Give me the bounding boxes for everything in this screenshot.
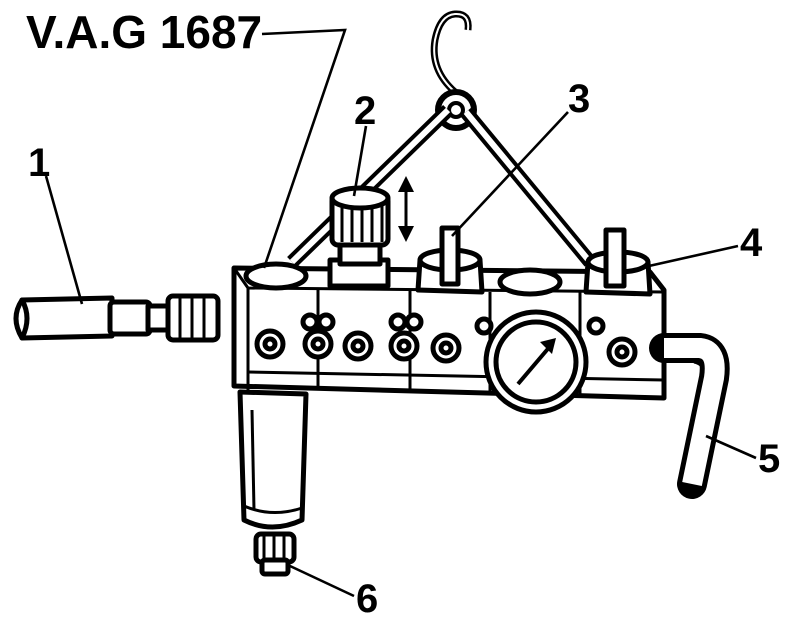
tool-label: V.A.G 1687 bbox=[26, 6, 262, 58]
pressure-regulator bbox=[327, 185, 391, 289]
callout-2: 2 bbox=[354, 89, 376, 133]
callout-1: 1 bbox=[28, 141, 50, 185]
water-separator bbox=[237, 389, 309, 577]
callout-5: 5 bbox=[758, 437, 780, 481]
callout-3: 3 bbox=[568, 77, 590, 121]
valve-3 bbox=[415, 225, 485, 295]
inlet-hose bbox=[13, 293, 221, 343]
adjust-arrow-icon bbox=[398, 176, 414, 242]
leader-lines bbox=[44, 28, 757, 598]
callout-4: 4 bbox=[740, 221, 763, 265]
front-fittings bbox=[254, 312, 638, 368]
suspension-cables bbox=[287, 104, 596, 268]
callout-6: 6 bbox=[356, 577, 378, 621]
valve-4 bbox=[583, 227, 653, 297]
outlet-hose bbox=[649, 333, 730, 499]
pressure-gauge bbox=[483, 309, 589, 415]
top-ports bbox=[243, 261, 563, 297]
